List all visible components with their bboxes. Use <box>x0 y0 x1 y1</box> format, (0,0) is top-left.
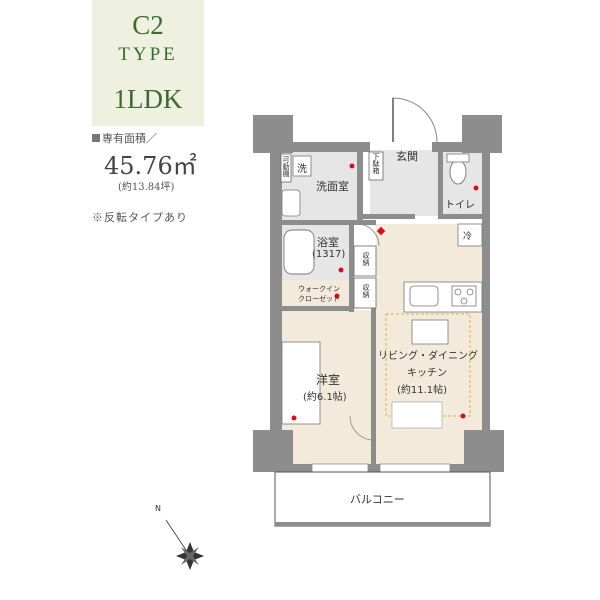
sink <box>409 285 439 307</box>
outlet-marker <box>349 163 355 169</box>
label-storage-2: 収納 <box>362 284 370 298</box>
dining-table <box>411 319 449 345</box>
label-entrance: 玄関 <box>396 150 418 163</box>
wall-top-left <box>280 142 370 152</box>
label-shelf: 可動棚 <box>282 156 290 177</box>
compass-icon <box>165 519 204 570</box>
wall-toilet-west <box>438 150 443 218</box>
label-laundry: 洗 <box>297 164 307 175</box>
type-word: TYPE <box>118 44 178 65</box>
wall-entrance-bottom <box>363 214 415 219</box>
wall-walkin-bottom <box>281 306 354 311</box>
label-bathroom-size: (1317) <box>312 249 346 260</box>
fridge-box <box>457 223 483 247</box>
label-western-room: 洋室 <box>316 373 341 387</box>
wall-bath-east <box>349 220 354 312</box>
balcony <box>274 471 491 527</box>
outlet-marker <box>291 415 297 421</box>
type-code: C2 <box>132 10 164 40</box>
label-ldk-1: リビング・ダイニング <box>378 351 478 362</box>
label-washroom: 洗面室 <box>316 180 349 193</box>
stove <box>451 285 477 307</box>
layout-label: 1LDK <box>113 84 183 114</box>
square-bullet-icon <box>92 134 100 142</box>
label-storage-1: 収納 <box>362 252 370 266</box>
label-toilet: トイレ <box>445 200 475 211</box>
floor-ldk <box>376 224 484 470</box>
label-walkin-2: クローゼット <box>298 295 340 303</box>
compass-north-label: N <box>155 504 161 513</box>
bathtub <box>283 229 315 275</box>
storage-1-box <box>353 245 377 277</box>
label-ldk-size: (約11.1帖) <box>397 385 448 396</box>
wall-bath-top <box>281 220 376 225</box>
label-walkin-1: ウォークイン <box>298 285 340 293</box>
entrance-door <box>392 97 438 143</box>
label-balcony: バルコニー <box>350 493 405 506</box>
label-shoe-closet: 下駄箱 <box>372 153 380 174</box>
label-fridge: 冷 <box>463 232 473 242</box>
outlet-marker <box>338 267 344 273</box>
wall-right <box>482 150 490 472</box>
wall-wash-east <box>357 150 363 224</box>
area-tsubo: (約13.84坪) <box>118 182 175 193</box>
washing-machine <box>292 155 312 177</box>
outlet-marker <box>473 185 479 191</box>
wall-top-right <box>432 142 472 152</box>
shoe-closet-box <box>368 151 384 181</box>
outlet-marker <box>334 293 340 299</box>
reverse-type-note: ※反転タイプあり <box>92 211 188 224</box>
shelf-box <box>280 153 292 183</box>
toilet-bowl <box>449 159 467 185</box>
bed <box>281 341 321 425</box>
type-badge: C2 TYPE 1LDK <box>92 0 204 126</box>
label-bathroom: 浴室 <box>317 236 339 249</box>
wall-left <box>270 150 282 472</box>
area-label-text: 専有面積／ <box>102 132 157 145</box>
area-label: 専有面積／ <box>92 130 157 146</box>
outlet-marker <box>460 413 466 419</box>
storage-2-box <box>353 277 377 309</box>
vanity <box>281 189 301 217</box>
label-western-size: (約6.1帖) <box>303 392 347 403</box>
wall-toilet-bottom <box>438 214 484 219</box>
window-ldk <box>379 463 451 473</box>
wall-western-east <box>371 306 376 466</box>
area-value: 45.76㎡ <box>104 152 197 180</box>
distribution-marker <box>376 226 386 236</box>
label-ldk-2: キッチン <box>407 368 447 379</box>
wall-bottom <box>280 464 470 472</box>
window-western <box>311 463 369 473</box>
